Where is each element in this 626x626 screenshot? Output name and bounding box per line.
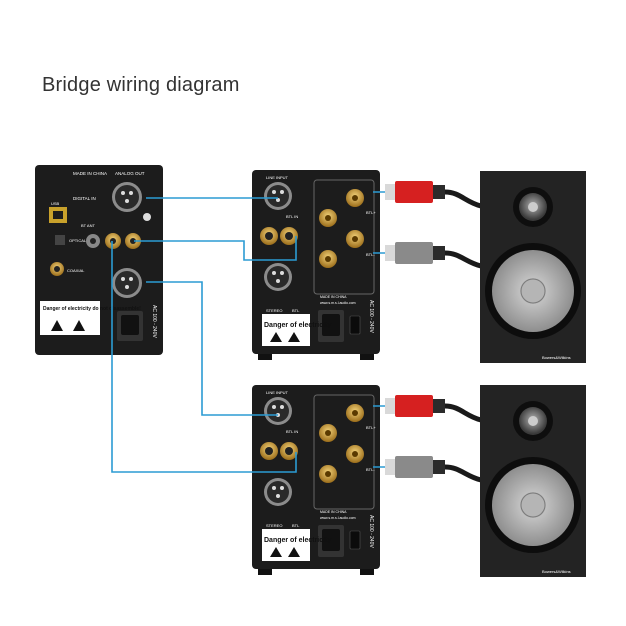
- cable-amp-bottom-rca: [243, 452, 297, 473]
- cable-rca-to-amp-bottom: [111, 241, 243, 473]
- amp-top-made-in-label: MADE IN CHINA: [320, 295, 347, 299]
- amp-bottom-voltage-label: AC 100 - 240V: [368, 515, 374, 548]
- speaker-plugs-top: [373, 181, 481, 266]
- amp-bottom-stereo-label: STEREO: [266, 523, 282, 528]
- amplifier-top: LINE INPUT BTL IN BTL+ BTL- MADE IN CHIN…: [251, 169, 381, 361]
- amp-bottom-btl-minus-label: BTL-: [366, 467, 375, 472]
- dac-digital-in-label: DIGITAL IN: [73, 196, 96, 201]
- amp-bottom-warning-text: Danger of electricity: [264, 537, 331, 544]
- amplifier-bottom: LINE INPUT BTL IN BTL+ BTL- MADE IN CHIN…: [251, 384, 381, 576]
- amp-bottom-btl-plus-label: BTL+: [366, 425, 376, 430]
- cable-rca-to-amp-top: [134, 236, 297, 261]
- speaker-bottom: Bowers&Wilkins: [479, 384, 587, 578]
- dac-optical-label: OPTICAL: [69, 238, 87, 243]
- amp-bottom-btl-label: BTL: [292, 523, 300, 528]
- dac-made-in-label: MADE IN CHINA: [73, 171, 107, 176]
- speaker-top-brand: Bowers&Wilkins: [542, 355, 571, 360]
- dac-bt-ant-label: BT ANT: [81, 223, 95, 228]
- dac-analog-out-label: ANALOG OUT: [115, 171, 145, 176]
- amp-top-voltage-label: AC 100 - 240V: [368, 300, 374, 333]
- amp-top-warning-text: Danger of electricity: [264, 322, 331, 329]
- amp-bottom-line-input-label: LINE INPUT: [266, 390, 289, 395]
- amp-bottom-btl-in-label: BTL IN: [286, 429, 298, 434]
- amp-top-btl-in-label: BTL IN: [286, 214, 298, 219]
- amp-top-url-label: www.s.m.s.l.audio.com: [320, 301, 356, 305]
- amp-bottom-made-in-label: MADE IN CHINA: [320, 510, 347, 514]
- amp-top-line-input-label: LINE INPUT: [266, 175, 289, 180]
- amp-top-stereo-label: STEREO: [266, 308, 282, 313]
- cable-xlr-bottom: [146, 281, 278, 416]
- signal-cables: [111, 197, 297, 473]
- amp-bottom-url-label: www.s.m.s.l.audio.com: [320, 516, 356, 520]
- dac-coaxial-label: COAXIAL: [67, 268, 85, 273]
- amp-top-btl-plus-label: BTL+: [366, 210, 376, 215]
- amp-top-btl-label: BTL: [292, 308, 300, 313]
- dac-usb-label: USB: [51, 201, 60, 206]
- amp-top-btl-minus-label: BTL-: [366, 252, 375, 257]
- page-title: Bridge wiring diagram: [42, 74, 240, 96]
- dac-voltage-label: AC 100 - 240V: [151, 305, 157, 338]
- dac-warning-text: Danger of electricity do not disassemble…: [43, 306, 141, 312]
- speaker-bottom-brand: Bowers&Wilkins: [542, 569, 571, 574]
- dac-unit: MADE IN CHINA ANALOG OUT DIGITAL IN USB …: [35, 165, 163, 355]
- speaker-top: Bowers&Wilkins: [479, 170, 587, 364]
- speaker-plugs-bottom: [373, 395, 481, 480]
